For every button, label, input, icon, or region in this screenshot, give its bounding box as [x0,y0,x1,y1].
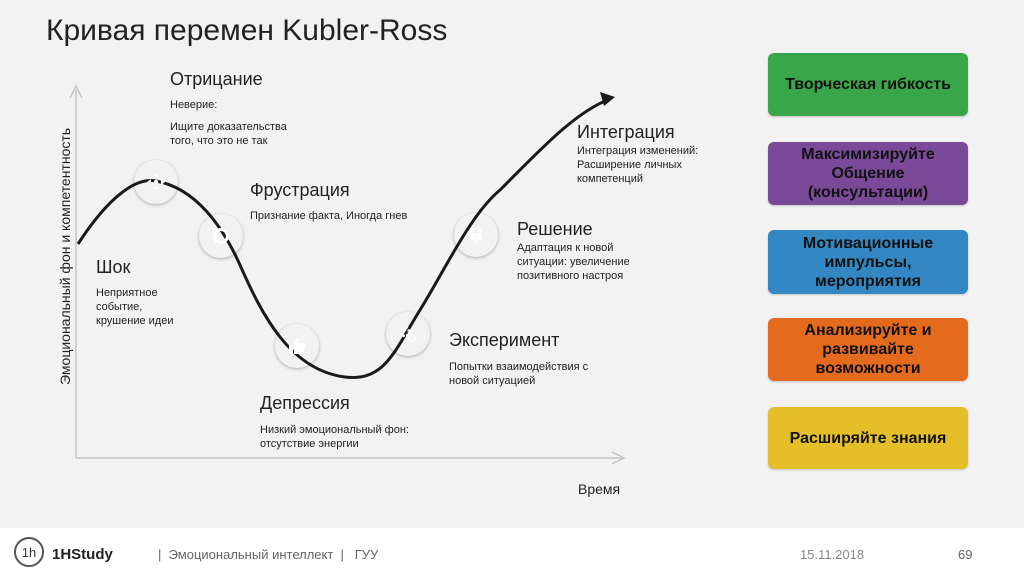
course-info: | Эмоциональный интеллект | ГУУ [158,547,379,562]
box-motivation-impulses: Мотивационные импульсы, мероприятия [768,230,968,294]
stage-depression-desc-line: Низкий эмоциональный фон: отсутствие эне… [260,424,409,450]
brand-name: 1HStudy [52,546,113,563]
box-maximize-communication: Максимизируйте Общение (консультации) [768,142,968,205]
stage-frustration-title: Фрустрация [250,180,350,200]
stage-denial-desc-line: Неверие: [170,99,218,111]
slide-date: 15.11.2018 [800,547,865,562]
stage-denial-title: Отрицание [170,69,263,89]
frustration-node [199,214,243,258]
refresh-icon [213,228,229,244]
curve-arrowhead [600,92,615,106]
people-icon [469,227,483,244]
stage-experiment-desc: Попытки взаимодействия с новой ситуацией [449,360,619,396]
x-axis-arrow [611,451,626,465]
decision-node [454,213,498,257]
logo: 1h [14,537,44,567]
stage-denial-desc: Неверие: Ищите доказательства того, что … [170,98,310,156]
y-axis-label: Эмоциональный фон и компетентность [57,127,73,385]
x-axis-label: Время [578,481,621,497]
gears-icon [399,326,417,343]
stage-decision-desc-line: Адаптация к новой ситуации: увеличение п… [517,242,630,282]
box-label: Расширяйте знания [789,429,947,447]
box-creative-flexibility: Творческая гибкость [768,53,968,116]
stage-experiment-desc-line: Попытки взаимодействия с новой ситуацией [449,361,589,387]
page-number: 69 [958,547,973,562]
change-curve [76,97,611,379]
box-label: Анализируйте и развивайте возможности [804,322,932,377]
stage-decision-title: Решение [517,219,593,239]
change-curve-chart [69,84,626,465]
stage-frustration-desc: Признание факта, Иногда гнев [250,209,410,231]
stage-integration-title: Интеграция [577,122,675,142]
slide: Кривая перемен Kubler-Ross Эмоциональный… [0,0,1024,528]
stage-integration-desc: Интеграция изменений: Расширение личных … [577,144,722,194]
stage-denial-desc-line: Ищите доказательства того, что это не та… [170,121,287,147]
stage-shock-desc-line: Неприятное событие, крушение идеи [96,287,174,327]
box-label: Мотивационные импульсы, мероприятия [802,234,934,290]
stage-shock-title: Шок [96,257,131,277]
stage-experiment-title: Эксперимент [449,330,560,350]
depression-node [275,324,319,368]
thumbs-up-icon [289,338,306,354]
stage-frustration-desc-line: Признание факта, Иногда гнев [250,210,408,222]
stage-shock-desc: Неприятное событие, крушение идеи [96,286,176,336]
y-axis-arrow [69,84,83,99]
denial-node [134,160,178,204]
stage-integration-desc-line: Интеграция изменений: Расширение личных … [577,145,699,185]
experiment-node [386,312,430,356]
box-label: Творческая гибкость [785,76,951,93]
box-expand-knowledge: Расширяйте знания [768,407,968,469]
slide-title: Кривая перемен Kubler-Ross [46,14,448,47]
stage-decision-desc: Адаптация к новой ситуации: увеличение п… [517,241,657,291]
stage-depression-title: Депрессия [260,393,350,413]
stage-depression-desc: Низкий эмоциональный фон: отсутствие эне… [260,423,435,459]
move-arrows-icon [147,173,165,191]
box-analyze-develop: Анализируйте и развивайте возможности [768,318,968,381]
footer [0,528,1024,576]
box-label: Максимизируйте Общение (консультации) [801,146,935,201]
